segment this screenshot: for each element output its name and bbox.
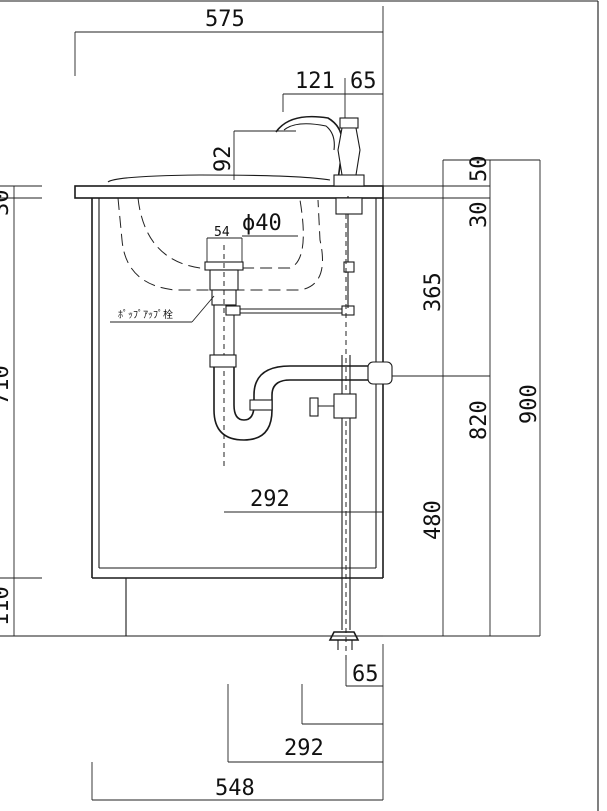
dim-label-575: 575: [205, 7, 245, 32]
faucet: [275, 115, 365, 215]
bottom-dims: 65 292 548: [91, 644, 384, 801]
dim-label-30-left: 30: [0, 190, 14, 217]
dim-label-480: 480: [421, 500, 446, 540]
dim-label-365: 365: [421, 272, 446, 312]
dim-292-inner: 292: [224, 487, 383, 513]
dim-label-820: 820: [467, 400, 492, 440]
dim-label-292-inner: 292: [250, 487, 290, 512]
popup-valve-label: ﾎﾟｯﾌﾟｱｯﾌﾟ栓: [118, 308, 173, 321]
dim-label-54: 54: [214, 225, 230, 240]
dim-121-65: 121 65: [282, 69, 383, 122]
dim-label-phi40: ϕ40: [242, 211, 282, 236]
popup-label: ﾎﾟｯﾌﾟｱｯﾌﾟ栓: [110, 295, 215, 323]
dim-label-900: 900: [517, 384, 542, 424]
supply-pipe: [309, 214, 360, 660]
countertop: [0, 185, 384, 199]
dim-label-110-left: 110: [0, 586, 14, 626]
popup-rod: [225, 196, 355, 316]
left-dims: 30 710 110: [0, 186, 15, 636]
right-dims: 50 30 365 820 900 480: [383, 156, 542, 637]
cabinet: [0, 198, 384, 637]
dim-label-548: 548: [215, 776, 255, 801]
dim-label-50: 50: [467, 156, 492, 183]
basin: [107, 174, 331, 291]
dim-label-30: 30: [467, 202, 492, 229]
dim-label-65-top: 65: [350, 69, 377, 94]
dim-label-65-bottom: 65: [352, 662, 379, 687]
dim-575: 575: [74, 6, 384, 186]
dim-label-292-bottom: 292: [284, 736, 324, 761]
dim-label-710-left: 710: [0, 365, 14, 405]
dim-92: 92: [211, 130, 296, 180]
drain-assembly: 54 ϕ40: [204, 211, 298, 470]
p-trap: [209, 354, 430, 441]
dim-label-92: 92: [211, 146, 236, 173]
dim-label-121: 121: [295, 69, 335, 94]
